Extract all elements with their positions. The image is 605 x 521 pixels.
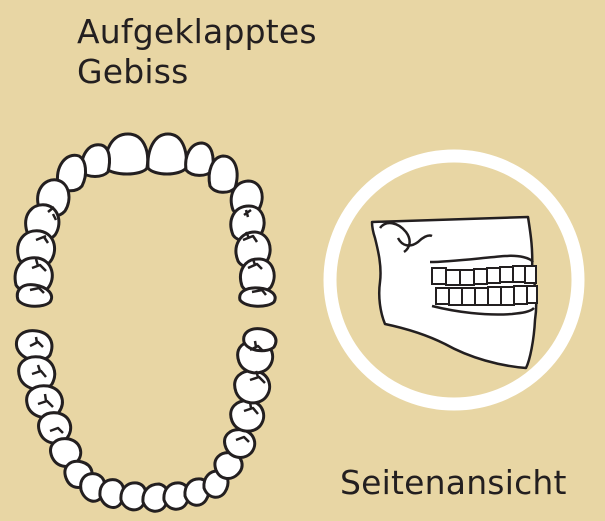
upper-tooth bbox=[106, 134, 148, 174]
lower-dental-arch bbox=[16, 329, 275, 512]
lower-tooth bbox=[225, 430, 255, 458]
upper-tooth bbox=[209, 156, 237, 192]
side-view-inset bbox=[330, 156, 578, 404]
lower-tooth bbox=[231, 401, 264, 431]
upper-dental-arch bbox=[15, 134, 275, 306]
lower-tooth bbox=[235, 371, 270, 403]
upper-tooth bbox=[148, 134, 186, 174]
